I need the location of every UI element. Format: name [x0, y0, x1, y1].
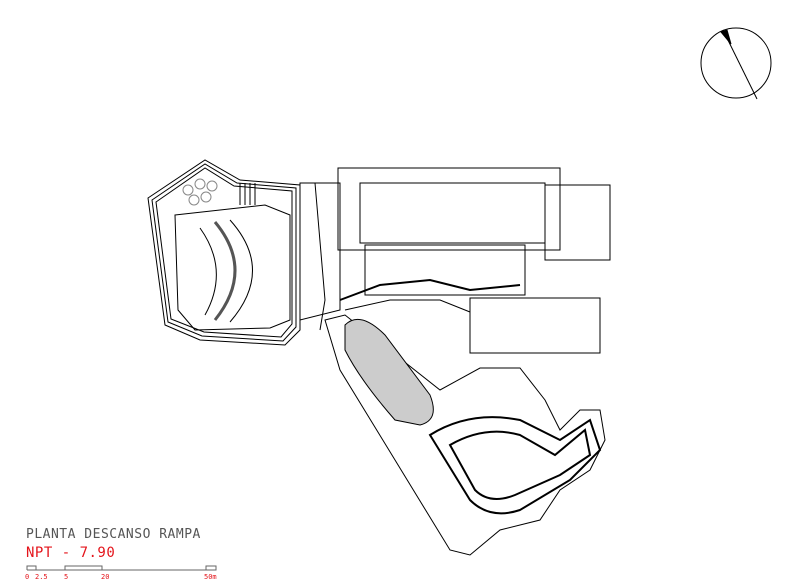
ramp-block [324, 314, 606, 556]
level-label: NPT - 7.90 [26, 545, 116, 561]
auditorium-block [147, 159, 301, 346]
central-block [299, 167, 611, 354]
scale-label: 2.5 [35, 573, 48, 581]
north-arrow-icon [700, 27, 772, 100]
scale-label: 20 [101, 573, 110, 581]
drawing-title: PLANTA DESCANSO RAMPA [26, 527, 201, 542]
scale-label: 5 [64, 573, 69, 581]
scale-label: 0 [25, 573, 30, 581]
scale-label: 50m [204, 573, 217, 581]
